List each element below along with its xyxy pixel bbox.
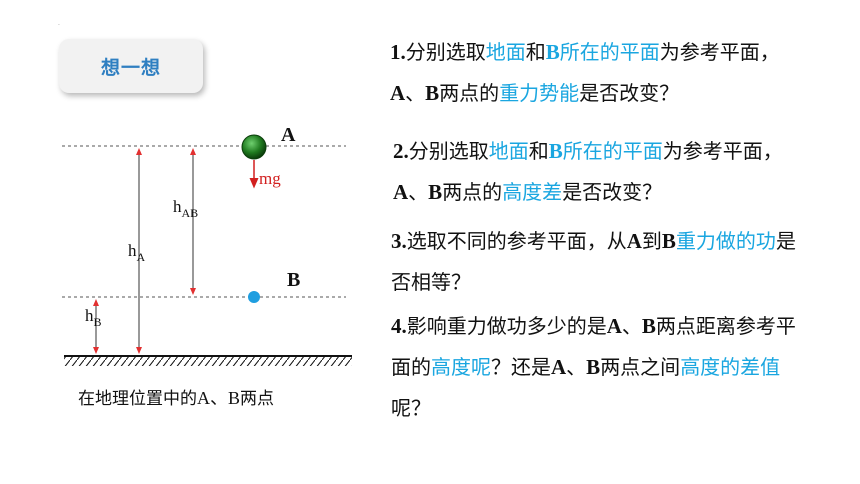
question-text: B: [428, 180, 443, 204]
question-text: 两点距离参考平面的: [391, 314, 796, 379]
point-a-label: A: [281, 124, 296, 146]
question-text: 是否相等？: [391, 229, 796, 294]
force-label: mg: [259, 169, 281, 188]
h-ab-label: hAB: [173, 197, 198, 220]
think-badge: 想一想: [59, 39, 203, 93]
h-b-sub: B: [94, 315, 102, 329]
diagram-caption: 在地理位置中的A、B两点: [78, 384, 274, 410]
question-text: 两点的: [439, 81, 500, 105]
h-b-label: hB: [85, 306, 102, 329]
question-text: A: [626, 229, 642, 253]
highlight-text: 高度的差值: [680, 355, 781, 379]
slide-marker: ·: [58, 22, 60, 29]
highlight-text: 高度差: [502, 180, 563, 204]
ground-hatch: [64, 357, 352, 366]
point-b-label: B: [287, 269, 300, 291]
question-text: 是否改变？: [579, 81, 680, 105]
think-badge-label: 想一想: [100, 56, 161, 79]
h-a-base: h: [128, 241, 137, 260]
question-text: B: [641, 314, 656, 338]
caption-suffix: 两点: [240, 389, 275, 409]
highlight-text: 所在的平面: [559, 40, 660, 64]
question-4: 4.影响重力做功多少的是A、B两点距离参考平面的高度呢？还是A、B两点之间高度的…: [391, 306, 811, 429]
question-text: 、: [566, 355, 587, 379]
question-1: 1.分别选取地面和B所在的平面为参考平面，A、B两点的重力势能是否改变？: [390, 32, 810, 114]
highlight-text: B: [545, 40, 560, 64]
h-ab-base: h: [173, 197, 182, 216]
question-text: 1.: [390, 40, 406, 64]
highlight-text: 高度呢: [431, 355, 491, 379]
question-text: 两点之间: [600, 355, 681, 379]
question-text: 、: [621, 314, 642, 338]
question-text: ？还是: [491, 355, 551, 379]
question-text: 、: [408, 180, 429, 204]
h-ab-sub: AB: [182, 206, 199, 220]
highlight-text: 重力做的功: [675, 229, 776, 253]
question-text: B: [425, 81, 440, 105]
question-text: 、: [405, 81, 426, 105]
question-text: 2.: [393, 139, 409, 163]
question-text: 两点的: [442, 180, 503, 204]
highlight-text: 地面: [488, 139, 529, 163]
highlight-text: 重力势能: [499, 81, 580, 105]
question-text: 分别选取: [405, 40, 486, 64]
h-a-label: hA: [128, 241, 146, 264]
question-text: 4.: [391, 314, 407, 338]
question-text: 选取不同的参考平面，从: [406, 229, 627, 253]
question-text: 为参考平面，: [659, 40, 780, 64]
question-text: 为参考平面，: [662, 139, 783, 163]
caption-prefix: 在地理位置中的: [78, 389, 197, 409]
question-text: A: [606, 314, 622, 338]
highlight-text: 地面: [485, 40, 526, 64]
question-text: 3.: [391, 229, 407, 253]
question-text: 影响重力做功多少的是: [406, 314, 607, 338]
h-a-sub: A: [137, 250, 146, 264]
question-text: A: [551, 355, 567, 379]
question-text: 呢？: [391, 396, 431, 420]
question-text: 和: [525, 40, 546, 64]
question-text: B: [586, 355, 601, 379]
highlight-text: 所在的平面: [562, 139, 663, 163]
question-text: A: [393, 180, 409, 204]
h-b-base: h: [85, 306, 94, 325]
question-text: A: [390, 81, 406, 105]
question-text: 分别选取: [408, 139, 489, 163]
question-text: 是否改变？: [562, 180, 663, 204]
question-2: 2.分别选取地面和B所在的平面为参考平面，A、B两点的高度差是否改变？: [393, 131, 813, 213]
ball-a: [241, 134, 267, 160]
ball-b: [248, 291, 260, 303]
highlight-text: B: [548, 139, 563, 163]
question-text: 到: [641, 229, 662, 253]
question-3: 3.选取不同的参考平面，从A到B重力做的功是否相等？: [391, 221, 811, 303]
caption-points: A、B: [197, 388, 241, 408]
question-text: 和: [528, 139, 549, 163]
question-text: B: [661, 229, 676, 253]
